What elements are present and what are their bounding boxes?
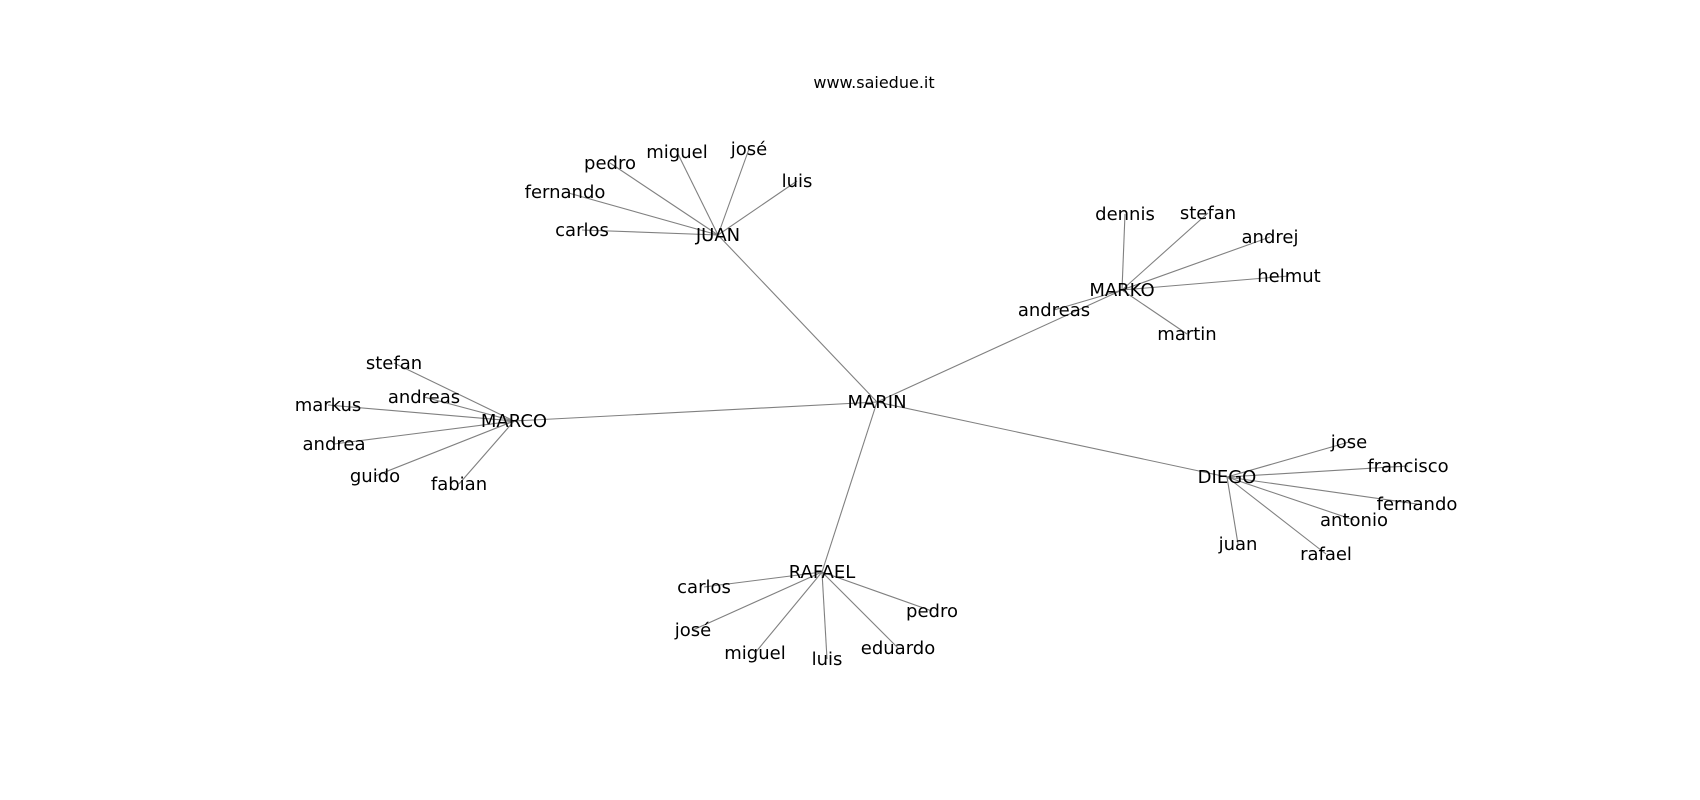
edge-marko-dennis — [1121, 213, 1126, 291]
node-hub-diego: DIEGO — [1198, 467, 1257, 488]
edge-marco-markus — [327, 404, 515, 422]
node-leaf-juan-luis: luis — [782, 171, 813, 192]
label-layer: www.saiedue.it MARIN JUAN carlos fernando pe… — [295, 73, 1458, 670]
node-leaf-marko-martin: martin — [1157, 324, 1216, 345]
edge-juan-carlos — [581, 229, 719, 236]
node-hub-juan: JUAN — [695, 225, 740, 246]
edge-root-marko — [876, 289, 1123, 403]
edge-marko-andreas — [1053, 289, 1123, 311]
node-leaf-rafael-jose: josé — [674, 620, 711, 641]
node-leaf-marco-stefan: stefan — [366, 353, 422, 374]
edge-rafael-jose — [692, 571, 823, 631]
node-root-marin: MARIN — [847, 392, 906, 413]
edge-marko-helmut — [1121, 275, 1290, 291]
node-leaf-diego-jose: jose — [1330, 432, 1367, 453]
edge-diego-rafael — [1226, 476, 1327, 555]
edge-rafael-carlos — [703, 571, 823, 588]
node-leaf-rafael-pedro: pedro — [906, 601, 958, 622]
edge-marco-stefan — [393, 362, 515, 422]
node-leaf-diego-fernando: fernando — [1377, 494, 1458, 515]
node-leaf-juan-jose: josé — [730, 139, 767, 160]
edge-layer — [327, 148, 1418, 660]
node-leaf-diego-rafael: rafael — [1300, 544, 1352, 565]
node-leaf-juan-miguel: miguel — [646, 142, 707, 163]
node-leaf-marco-markus: markus — [295, 395, 362, 416]
node-leaf-diego-antonio: antonio — [1320, 510, 1388, 531]
edge-juan-pedro — [609, 162, 719, 236]
node-hub-marko: MARKO — [1089, 280, 1154, 301]
node-leaf-juan-carlos: carlos — [555, 220, 609, 241]
edge-marko-martin — [1121, 289, 1188, 335]
edge-diego-jose — [1226, 441, 1350, 478]
node-leaf-rafael-luis: luis — [812, 649, 843, 670]
edge-juan-fernando — [564, 191, 719, 236]
edge-diego-juan — [1226, 476, 1239, 545]
edge-marco-andreas — [423, 396, 515, 422]
node-leaf-juan-pedro: pedro — [584, 153, 636, 174]
node-leaf-marko-andreas: andreas — [1018, 300, 1090, 321]
node-leaf-diego-juan: juan — [1218, 534, 1258, 555]
edge-root-marco — [513, 401, 878, 422]
node-leaf-juan-fernando: fernando — [525, 182, 606, 203]
edge-marco-andrea — [333, 420, 515, 445]
edge-marco-guido — [374, 420, 515, 477]
edge-rafael-eduardo — [821, 571, 899, 649]
edge-root-juan — [717, 234, 878, 403]
node-leaf-marco-andrea: andrea — [303, 434, 366, 455]
edge-rafael-luis — [821, 571, 828, 660]
node-leaf-marco-fabian: fabian — [431, 474, 487, 495]
edge-diego-fernando — [1226, 476, 1418, 505]
edge-marko-andrej — [1121, 236, 1271, 291]
node-leaf-marco-guido: guido — [350, 466, 400, 487]
edge-root-diego — [876, 401, 1228, 478]
edge-juan-jose — [717, 148, 750, 236]
node-hub-rafael: RAFAEL — [789, 562, 856, 583]
edge-diego-francisco — [1226, 465, 1409, 478]
site-label: www.saiedue.it — [813, 73, 934, 92]
node-leaf-marko-dennis: dennis — [1095, 204, 1155, 225]
edge-marko-stefan — [1121, 212, 1209, 291]
edge-rafael-miguel — [754, 571, 823, 654]
edge-juan-miguel — [676, 151, 719, 236]
node-leaf-marko-stefan: stefan — [1180, 203, 1236, 224]
node-leaf-marko-andrej: andrej — [1242, 227, 1299, 248]
node-leaf-rafael-miguel: miguel — [724, 643, 785, 664]
edge-marco-fabian — [458, 420, 515, 485]
node-leaf-rafael-carlos: carlos — [677, 577, 731, 598]
edge-juan-luis — [717, 180, 798, 236]
node-leaf-rafael-eduardo: eduardo — [861, 638, 935, 659]
edge-root-rafael — [821, 401, 878, 573]
edge-diego-antonio — [1226, 476, 1355, 521]
node-leaf-marko-helmut: helmut — [1257, 266, 1320, 287]
edge-rafael-pedro — [821, 571, 933, 612]
node-hub-marco: MARCO — [481, 411, 547, 432]
node-leaf-marco-andreas: andreas — [388, 387, 460, 408]
node-leaf-diego-francisco: francisco — [1367, 456, 1448, 477]
